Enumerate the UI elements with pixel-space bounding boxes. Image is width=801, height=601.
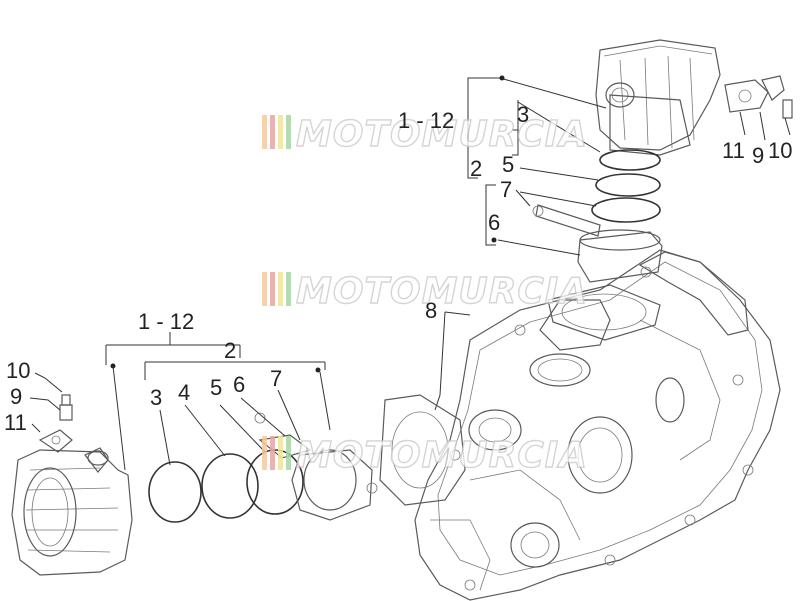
callout-left-2: 2 — [224, 338, 236, 363]
top-rings-and-piston-drawing — [532, 149, 663, 341]
callout-left-10: 10 — [6, 358, 30, 383]
left-callout-lines — [29, 332, 331, 471]
callout-left-11: 11 — [4, 410, 27, 435]
callout-top-11: 11 — [722, 138, 745, 163]
callout-left-9: 9 — [10, 384, 22, 409]
callout-top-3: 3 — [517, 102, 529, 127]
left-cylinder-drawing — [11, 394, 133, 576]
callout-left-4: 4 — [178, 380, 190, 405]
watermark-top: MOTOMURCIA — [262, 113, 588, 156]
callout-top-1-12: 1 - 12 — [398, 108, 454, 133]
callout-top-9: 9 — [752, 143, 764, 168]
watermark-text: MOTOMURCIA — [296, 435, 588, 476]
watermark-stripe — [270, 272, 275, 306]
callout-top-5: 5 — [502, 152, 514, 177]
watermark-stripe — [262, 115, 267, 149]
callout-left-3: 3 — [150, 385, 162, 410]
watermark-stripe — [270, 436, 275, 470]
watermark-stripe — [278, 272, 283, 306]
watermark-stripe — [278, 115, 283, 149]
top-cylinder-head-drawing — [595, 39, 793, 156]
watermark-stripe — [262, 272, 267, 306]
watermark-text: MOTOMURCIA — [296, 114, 588, 155]
watermark-stripe — [278, 436, 283, 470]
callout-top-10: 10 — [768, 138, 792, 163]
watermark-stripe — [286, 115, 291, 149]
callout-top-7: 7 — [500, 177, 512, 202]
watermark-stripe — [286, 272, 291, 306]
crankcase-drawing — [414, 249, 781, 601]
watermark-middle: MOTOMURCIA — [262, 270, 588, 313]
callout-left-5: 5 — [210, 375, 222, 400]
callout-left-7: 7 — [270, 366, 282, 391]
callout-top-2: 2 — [470, 156, 482, 181]
watermark-bottom: MOTOMURCIA — [262, 434, 588, 477]
watermark-stripe — [270, 115, 275, 149]
callout-left-1-12: 1 - 12 — [138, 309, 194, 334]
callout-top-8: 8 — [425, 298, 437, 323]
watermark-text: MOTOMURCIA — [296, 271, 588, 312]
watermark-stripe — [286, 436, 291, 470]
callout-left-6: 6 — [233, 372, 245, 397]
watermark-stripe — [262, 436, 267, 470]
callout-top-6: 6 — [488, 210, 500, 235]
